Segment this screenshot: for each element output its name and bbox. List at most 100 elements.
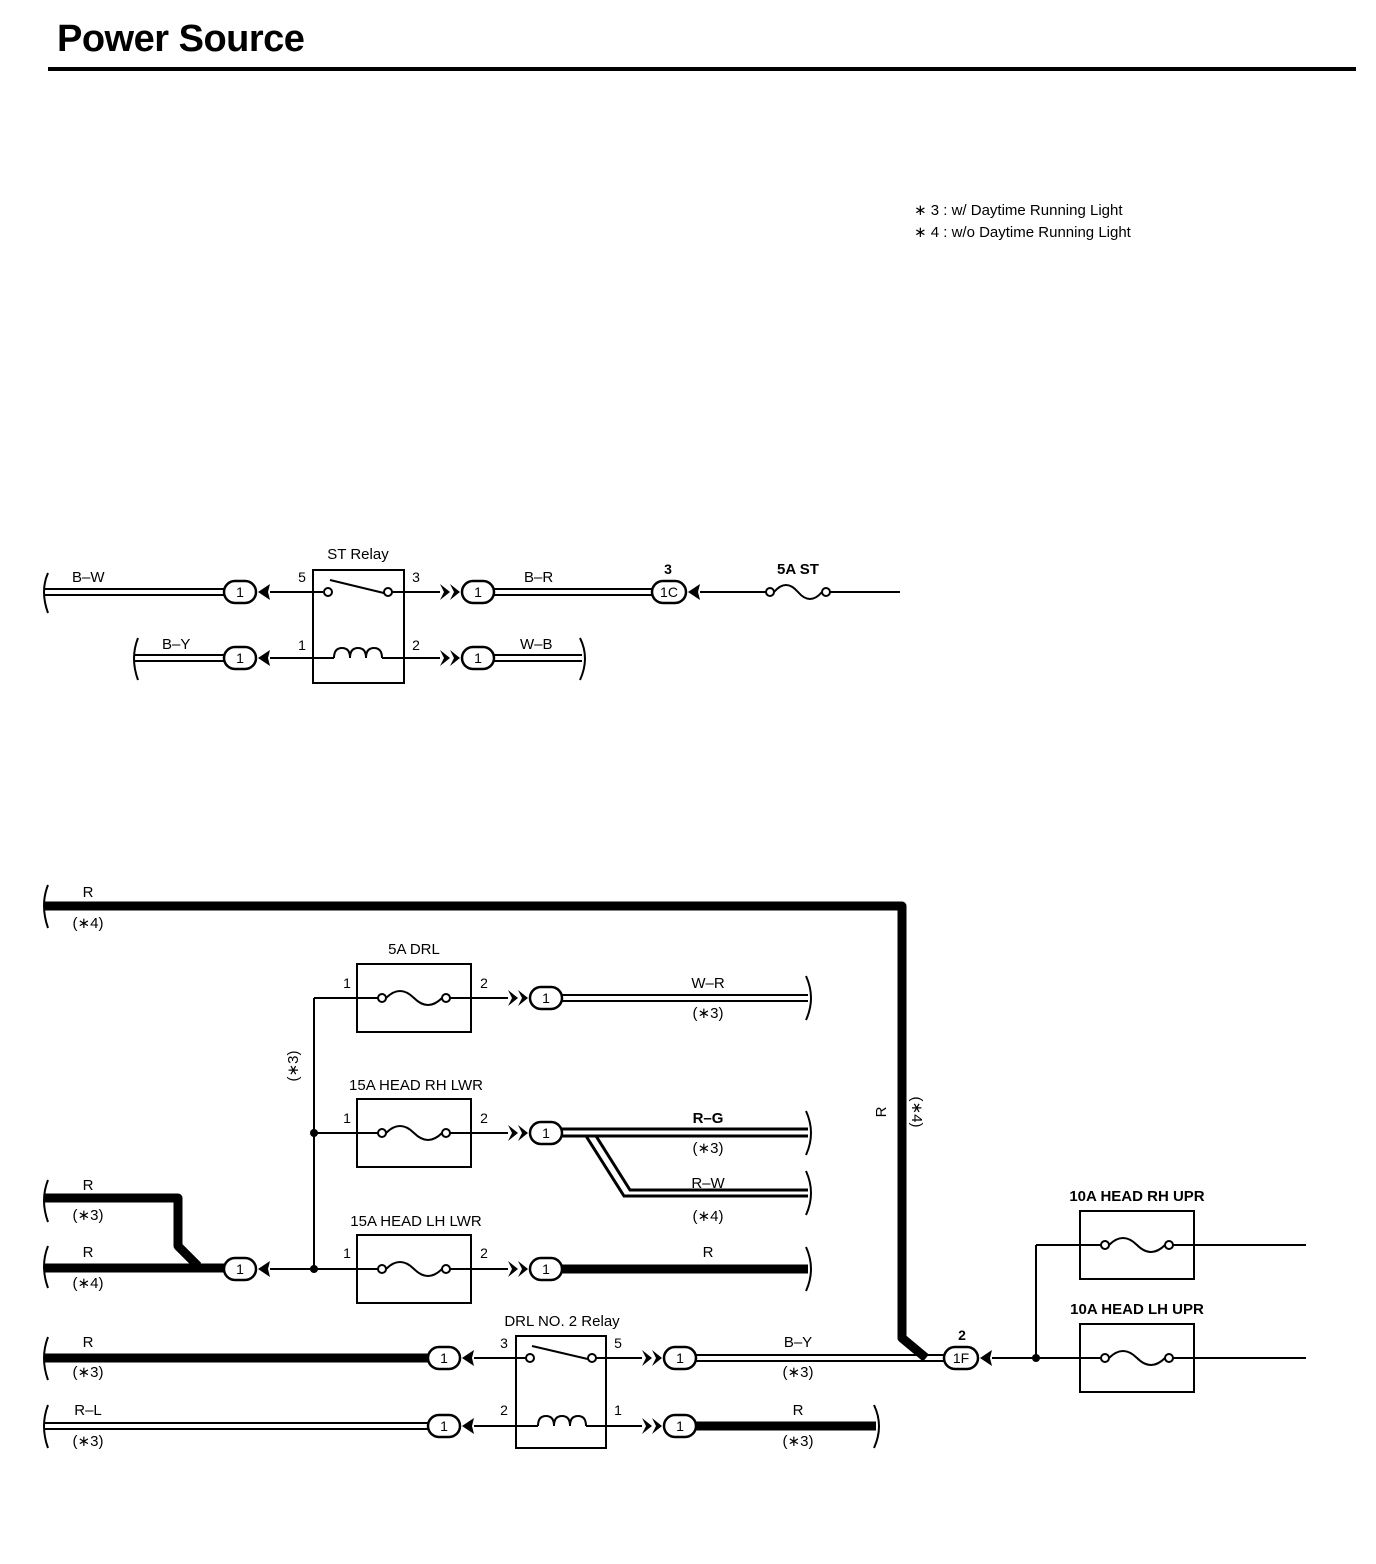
fuse-10a-head-lh-upr: 10A HEAD LH UPR [1070,1301,1306,1393]
fuse-10a-head-rh-upr: 10A HEAD RH UPR [1069,1188,1306,1280]
rh-lwr-pin-out: 2 [480,1110,488,1126]
wire-label-wb: W–B [520,636,553,653]
st-pin-3: 3 [412,569,420,585]
drl-pin-out: 2 [480,975,488,991]
drl-pin-5: 5 [614,1335,622,1351]
wire-label-r-lh: R [703,1244,714,1261]
svg-text:1: 1 [440,1350,448,1366]
arrow-st-c [450,584,460,600]
wire-label-rg: R–G [693,1110,724,1127]
fuse-icon [385,990,443,1006]
svg-text:1: 1 [236,1261,244,1277]
fuse-label-lh-upr: 10A HEAD LH UPR [1070,1301,1204,1318]
st-pin-2: 2 [412,637,420,653]
svg-text:1: 1 [474,584,482,600]
svg-text:1: 1 [676,1418,684,1434]
svg-text:1: 1 [236,584,244,600]
note-r-4: (∗4) [73,1275,104,1292]
fuse-5a-st: 5A ST [765,561,831,600]
wire-r-lh: R [562,1244,812,1292]
page-title: Power Source [57,18,305,60]
svg-text:1: 1 [542,990,550,1006]
wire-label-rw: R–W [691,1175,725,1192]
connector-1-st-d: 1 [460,645,496,671]
connector-1-st-c: 1 [460,579,496,605]
wire-rw: R–W (∗4) [584,1135,812,1225]
drl-pin-2: 2 [500,1402,508,1418]
connector-1-drl-c: 1 [662,1345,698,1371]
fuse-icon [385,1261,443,1277]
connector-1-st-a: 1 [222,579,258,605]
wire-r-drl-out: R (∗3) [696,1402,880,1450]
arrow-st-d [688,584,700,600]
fuse-label-rh-lwr: 15A HEAD RH LWR [349,1077,483,1094]
legend: ∗ 3 : w/ Daytime Running Light ∗ 4 : w/o… [914,200,1131,244]
junction-1f-code: 1F [953,1350,969,1366]
drl-no2-relay: DRL NO. 2 Relay 3 5 2 1 [500,1313,622,1449]
st-relay: ST Relay 5 3 1 2 [298,546,420,684]
connector-1-drl-d: 1 [662,1413,698,1439]
fuse-15a-head-rh-lwr: 15A HEAD RH LWR 1 2 [343,1077,488,1168]
junction-1f: 2 1F [942,1327,980,1371]
fuse-label-5a-st: 5A ST [777,561,819,578]
wire-label-by-lower: B–Y [784,1334,812,1351]
wire-r-drl-in: R (∗3) [43,1334,428,1381]
wire-label-r-4: R [83,1244,94,1261]
wire-rl: R–L (∗3) [43,1402,428,1450]
fuse-15a-head-lh-lwr: 15A HEAD LH LWR 1 2 [343,1213,488,1304]
junction-1c: 3 1C [650,561,688,605]
fuse-label-lh-lwr: 15A HEAD LH LWR [350,1213,482,1230]
wire-r-3-left: R (∗3) [43,1177,202,1270]
note-r-drl: (∗3) [73,1364,104,1381]
st-relay-label: ST Relay [327,546,389,563]
wire-br: B–R [494,569,652,596]
wire-r-4-left: R (∗4) [43,1244,224,1292]
junction-1f-pin: 2 [958,1327,966,1343]
wire-rg: R–G (∗3) [562,1110,812,1157]
arrow-st-b [258,650,270,666]
wire-wr: W–R (∗3) [562,975,812,1022]
wire-bw: B–W [43,569,224,614]
legend-note-3: ∗ 3 : w/ Daytime Running Light [914,202,1123,219]
arrow-st-a [258,584,270,600]
lh-lwr-pin-out: 2 [480,1245,488,1261]
drl-pin-1: 1 [614,1402,622,1418]
drl-pin-3: 3 [500,1335,508,1351]
wire-label-rl: R–L [74,1402,102,1419]
wire-label-r-top: R [83,884,94,901]
wire-label-br: B–R [524,569,553,586]
connector-1-lower-a: 1 [222,1256,258,1282]
fuse-icon [773,584,823,600]
fuse-icon [1108,1350,1166,1366]
note-rl: (∗3) [73,1433,104,1450]
svg-text:1: 1 [542,1125,550,1141]
note-r-drl-out: (∗3) [783,1433,814,1450]
st-pin-5: 5 [298,569,306,585]
note-by-lower: (∗3) [783,1364,814,1381]
wire-label-by: B–Y [162,636,190,653]
wire-by-lower: B–Y (∗3) [696,1334,944,1381]
rh-lwr-pin-in: 1 [343,1110,351,1126]
lh-lwr-pin-in: 1 [343,1245,351,1261]
note-r-top: (∗4) [73,915,104,932]
wire-label-r-drl-out: R [793,1402,804,1419]
note-r-vertical: (∗4) [908,1097,925,1128]
fuse-icon [1108,1237,1166,1253]
fuse-5a-drl: 5A DRL 1 2 [343,941,488,1033]
connector-1-st-b: 1 [222,645,258,671]
svg-text:1: 1 [440,1418,448,1434]
connector-1-drl-a: 1 [426,1345,462,1371]
wire-r-top: R (∗4) R (∗4) [43,884,929,1362]
fuse-label-5a-drl: 5A DRL [388,941,440,958]
coil-icon [333,646,383,659]
wire-label-bw: B–W [72,569,105,586]
junction-1c-code: 1C [660,584,678,600]
junction-1c-pin: 3 [664,561,672,577]
drl-pin-in: 1 [343,975,351,991]
legend-note-4: ∗ 4 : w/o Daytime Running Light [914,224,1131,241]
note-wr: (∗3) [693,1005,724,1022]
st-relay-section: B–W 1 B–Y 1 ST Relay [43,546,900,684]
note-rg: (∗3) [693,1140,724,1157]
wire-label-wr: W–R [691,975,725,992]
